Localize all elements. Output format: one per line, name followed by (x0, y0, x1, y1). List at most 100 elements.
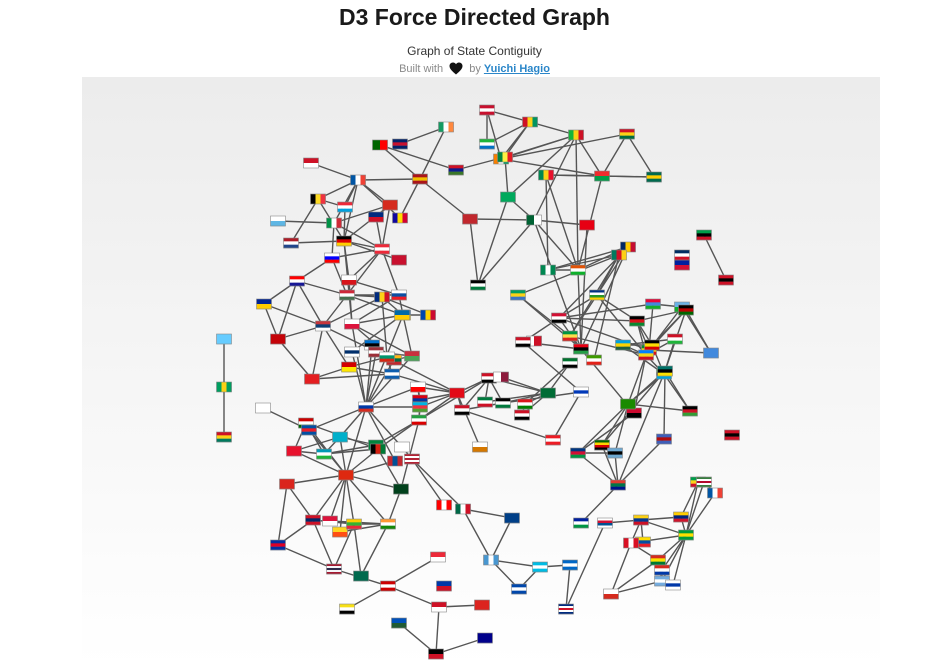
flag-node-sb[interactable] (391, 617, 407, 629)
flag-node-id[interactable] (431, 601, 447, 613)
flag-node-my[interactable] (380, 580, 396, 592)
flag-node-ss[interactable] (629, 315, 645, 327)
flag-node-pk[interactable] (393, 483, 409, 495)
flag-node-ag[interactable] (718, 274, 734, 286)
flag-node-rw[interactable] (615, 339, 631, 351)
flag-node-ne[interactable] (570, 264, 586, 276)
flag-node-ni[interactable] (562, 559, 578, 571)
flag-node-ir[interactable] (411, 414, 427, 426)
flag-node-mk[interactable] (341, 361, 357, 373)
flag-node-th[interactable] (326, 563, 342, 575)
flag-node-cf[interactable] (589, 289, 605, 301)
flag-node-vn[interactable] (279, 478, 295, 490)
flag-node-cn[interactable] (338, 469, 354, 481)
flag-node-sm[interactable] (270, 215, 286, 227)
flag-node-uy[interactable] (665, 579, 681, 591)
flag-node-td[interactable] (620, 241, 636, 253)
flag-node-lr[interactable] (479, 104, 495, 116)
flag-node-bt[interactable] (332, 526, 348, 538)
flag-node-np[interactable] (322, 515, 338, 527)
flag-node-ve[interactable] (673, 511, 689, 523)
flag-node-sv[interactable] (511, 583, 527, 595)
flag-node-jo[interactable] (495, 397, 511, 409)
flag-node-sr[interactable] (696, 476, 712, 488)
flag-node-sn[interactable] (497, 151, 513, 163)
flag-node-af[interactable] (370, 443, 386, 455)
flag-node-sk[interactable] (391, 289, 407, 301)
flag-node-ye[interactable] (514, 409, 530, 421)
flag-node-mx[interactable] (455, 503, 471, 515)
flag-node-mz[interactable] (657, 365, 673, 377)
flag-node-se[interactable] (394, 309, 410, 321)
flag-node-gh[interactable] (619, 128, 635, 140)
flag-node-cd[interactable] (638, 349, 654, 361)
flag-node-qa[interactable] (493, 371, 509, 383)
flag-node-gf[interactable] (707, 487, 723, 499)
flag-node-tl[interactable] (474, 599, 490, 611)
flag-node-bo[interactable] (650, 554, 666, 566)
flag-node-kz[interactable] (332, 431, 348, 443)
flag-node-kw[interactable] (477, 396, 493, 408)
flag-node-bf[interactable] (594, 170, 610, 182)
flag-node-nl[interactable] (283, 237, 299, 249)
flag-node-ph[interactable] (436, 580, 452, 592)
flag-node-gm[interactable] (448, 164, 464, 176)
flag-node-hu[interactable] (339, 289, 355, 301)
flag-node-gr[interactable] (384, 368, 400, 380)
flag-node-bd[interactable] (353, 570, 369, 582)
flag-node-sd[interactable] (551, 312, 567, 324)
graph-canvas[interactable] (82, 77, 880, 667)
flag-node-pt[interactable] (372, 139, 388, 151)
flag-node-fi[interactable] (344, 346, 360, 358)
flag-node-uz[interactable] (316, 448, 332, 460)
flag-node-al[interactable] (304, 373, 320, 385)
flag-node-ie[interactable] (438, 121, 454, 133)
flag-node-eg[interactable] (515, 336, 531, 348)
flag-node-zw[interactable] (594, 439, 610, 451)
flag-node-la[interactable] (305, 514, 321, 526)
flag-node-cr[interactable] (558, 603, 574, 615)
flag-node-hr[interactable] (289, 275, 305, 287)
flag-node-hn[interactable] (532, 561, 548, 573)
flag-node-bz[interactable] (504, 512, 520, 524)
flag-node-gt[interactable] (483, 554, 499, 566)
flag-node-ma[interactable] (462, 213, 478, 225)
flag-node-ly[interactable] (573, 343, 589, 355)
flag-node-bi[interactable] (667, 333, 683, 345)
flag-node-ca[interactable] (436, 499, 452, 511)
flag-node-ao[interactable] (626, 407, 642, 419)
flag-node-mn[interactable] (387, 455, 403, 467)
flag-node-au[interactable] (477, 632, 493, 644)
author-link[interactable]: Yuichi Hagio (483, 63, 550, 75)
flag-node-il[interactable] (573, 386, 589, 398)
flag-node-mm[interactable] (346, 518, 362, 530)
flag-node-lu[interactable] (337, 201, 353, 213)
flag-node-zm[interactable] (620, 398, 636, 410)
flag-node-om[interactable] (517, 398, 533, 410)
flag-node-mr[interactable] (500, 191, 516, 203)
flag-node-vc[interactable] (216, 381, 232, 393)
flag-node-cl[interactable] (603, 588, 619, 600)
flag-node-at[interactable] (374, 243, 390, 255)
flag-node-kn[interactable] (696, 229, 712, 241)
flag-node-lc[interactable] (216, 333, 232, 345)
flag-node-dk[interactable] (391, 254, 407, 266)
flag-node-gn[interactable] (522, 116, 538, 128)
flag-node-cg[interactable] (562, 330, 578, 342)
flag-node-so[interactable] (703, 347, 719, 359)
flag-node-ht[interactable] (674, 259, 690, 271)
flag-node-tt[interactable] (724, 429, 740, 441)
flag-node-ba[interactable] (256, 298, 272, 310)
flag-node-cm[interactable] (611, 249, 627, 261)
flag-node-do[interactable] (674, 249, 690, 261)
flag-node-kh[interactable] (270, 539, 286, 551)
flag-node-az[interactable] (412, 401, 428, 413)
flag-node-us[interactable] (404, 453, 420, 465)
flag-node-dz[interactable] (526, 214, 542, 226)
flag-node-tr[interactable] (449, 387, 465, 399)
flag-node-na[interactable] (570, 447, 586, 459)
flag-node-de[interactable] (336, 235, 352, 247)
flag-node-ke[interactable] (678, 304, 694, 316)
flag-node-br[interactable] (678, 529, 694, 541)
flag-node-ge[interactable] (410, 381, 426, 393)
